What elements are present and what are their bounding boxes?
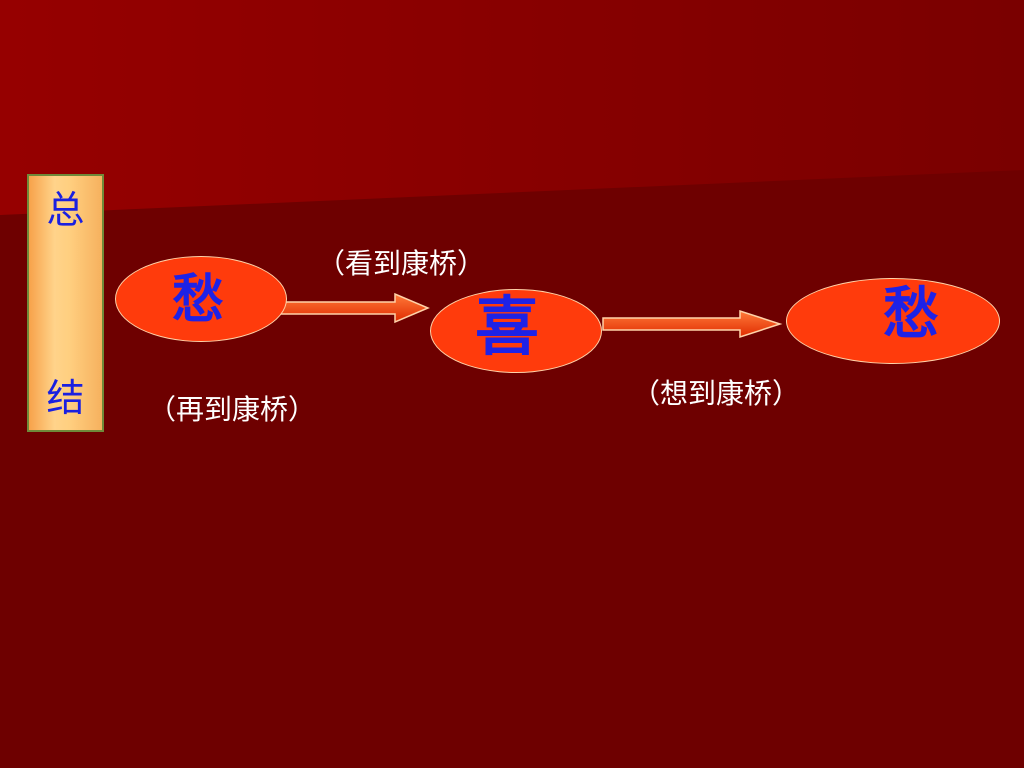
node-sorrow-start: 愁 bbox=[115, 256, 287, 342]
summary-tab-char-bottom: 结 bbox=[46, 376, 85, 420]
node-label: 喜 bbox=[475, 291, 539, 365]
arrow-1 bbox=[269, 292, 430, 324]
node-label: 愁 bbox=[172, 270, 225, 330]
node-joy: 喜 bbox=[430, 289, 602, 373]
summary-tab: 总 结 bbox=[27, 174, 104, 432]
edge-label-revisit-bridge: （再到康桥） bbox=[148, 393, 317, 426]
summary-tab-char-top: 总 bbox=[46, 188, 85, 232]
arrow-2 bbox=[602, 309, 783, 339]
node-label: 愁 bbox=[883, 282, 939, 347]
node-sorrow-end: 愁 bbox=[786, 278, 1000, 364]
edge-label-see-bridge: （看到康桥） bbox=[317, 247, 486, 280]
edge-label-think-bridge: （想到康桥） bbox=[632, 377, 801, 410]
